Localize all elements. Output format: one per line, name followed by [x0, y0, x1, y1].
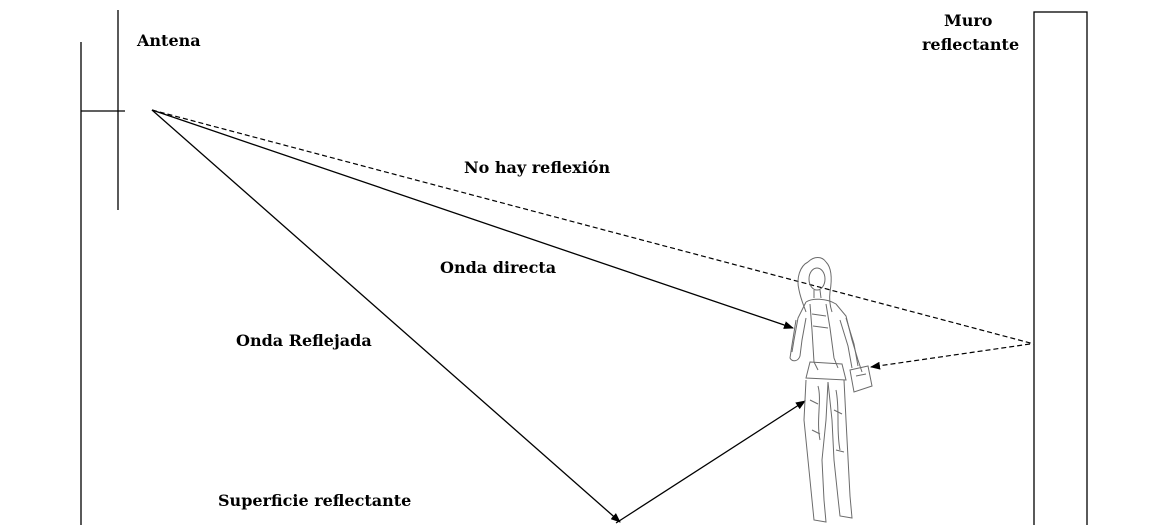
- wall-reflection-ray: [871, 344, 1030, 367]
- ground-reflection-ray: [616, 401, 805, 523]
- reflecting-surface-label: Superficie reflectante: [218, 491, 411, 510]
- direct-wave-ray: [152, 110, 793, 328]
- reflecting-wall: [1034, 12, 1087, 525]
- wall-label-line2: reflectante: [922, 35, 1019, 54]
- direct-wave-label: Onda directa: [440, 258, 556, 277]
- wall-label-line1: Muro: [944, 11, 993, 30]
- no-reflection-label: No hay reflexión: [464, 158, 610, 177]
- reflected-wave-label: Onda Reflejada: [236, 331, 372, 350]
- antenna-label: Antena: [136, 31, 201, 50]
- antenna-mast-icon: [81, 10, 125, 210]
